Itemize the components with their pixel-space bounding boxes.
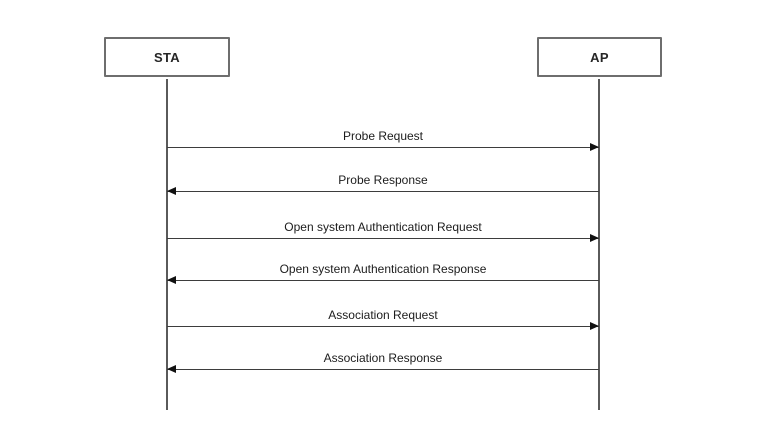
message-open-system-authentication-request: Open system Authentication Request bbox=[167, 220, 599, 242]
arrowhead-left-icon bbox=[167, 276, 176, 284]
actor-box-ap: AP bbox=[537, 37, 662, 77]
message-arrow-line bbox=[167, 365, 599, 373]
arrowhead-right-icon bbox=[590, 234, 599, 242]
lifeline-ap bbox=[598, 79, 600, 410]
message-arrow-line bbox=[167, 187, 599, 195]
message-probe-request: Probe Request bbox=[167, 129, 599, 151]
arrowhead-left-icon bbox=[167, 365, 176, 373]
arrowhead-left-icon bbox=[167, 187, 176, 195]
actor-label-sta: STA bbox=[154, 49, 180, 65]
message-open-system-authentication-response: Open system Authentication Response bbox=[167, 262, 599, 284]
message-association-response: Association Response bbox=[167, 351, 599, 373]
arrowhead-right-icon bbox=[590, 143, 599, 151]
message-label: Open system Authentication Response bbox=[279, 262, 487, 276]
arrowhead-right-icon bbox=[590, 322, 599, 330]
message-probe-response: Probe Response bbox=[167, 173, 599, 195]
message-label: Association Response bbox=[323, 351, 443, 365]
actor-box-sta: STA bbox=[104, 37, 230, 77]
message-label: Probe Request bbox=[342, 129, 424, 143]
actor-label-ap: AP bbox=[590, 49, 609, 65]
lifeline-sta bbox=[166, 79, 168, 410]
message-label: Association Request bbox=[328, 308, 438, 322]
message-label: Probe Response bbox=[338, 173, 428, 187]
message-label: Open system Authentication Request bbox=[284, 220, 482, 234]
message-arrow-line bbox=[167, 276, 599, 284]
message-arrow-line bbox=[167, 234, 599, 242]
message-arrow-line bbox=[167, 322, 599, 330]
message-association-request: Association Request bbox=[167, 308, 599, 330]
message-arrow-line bbox=[167, 143, 599, 151]
